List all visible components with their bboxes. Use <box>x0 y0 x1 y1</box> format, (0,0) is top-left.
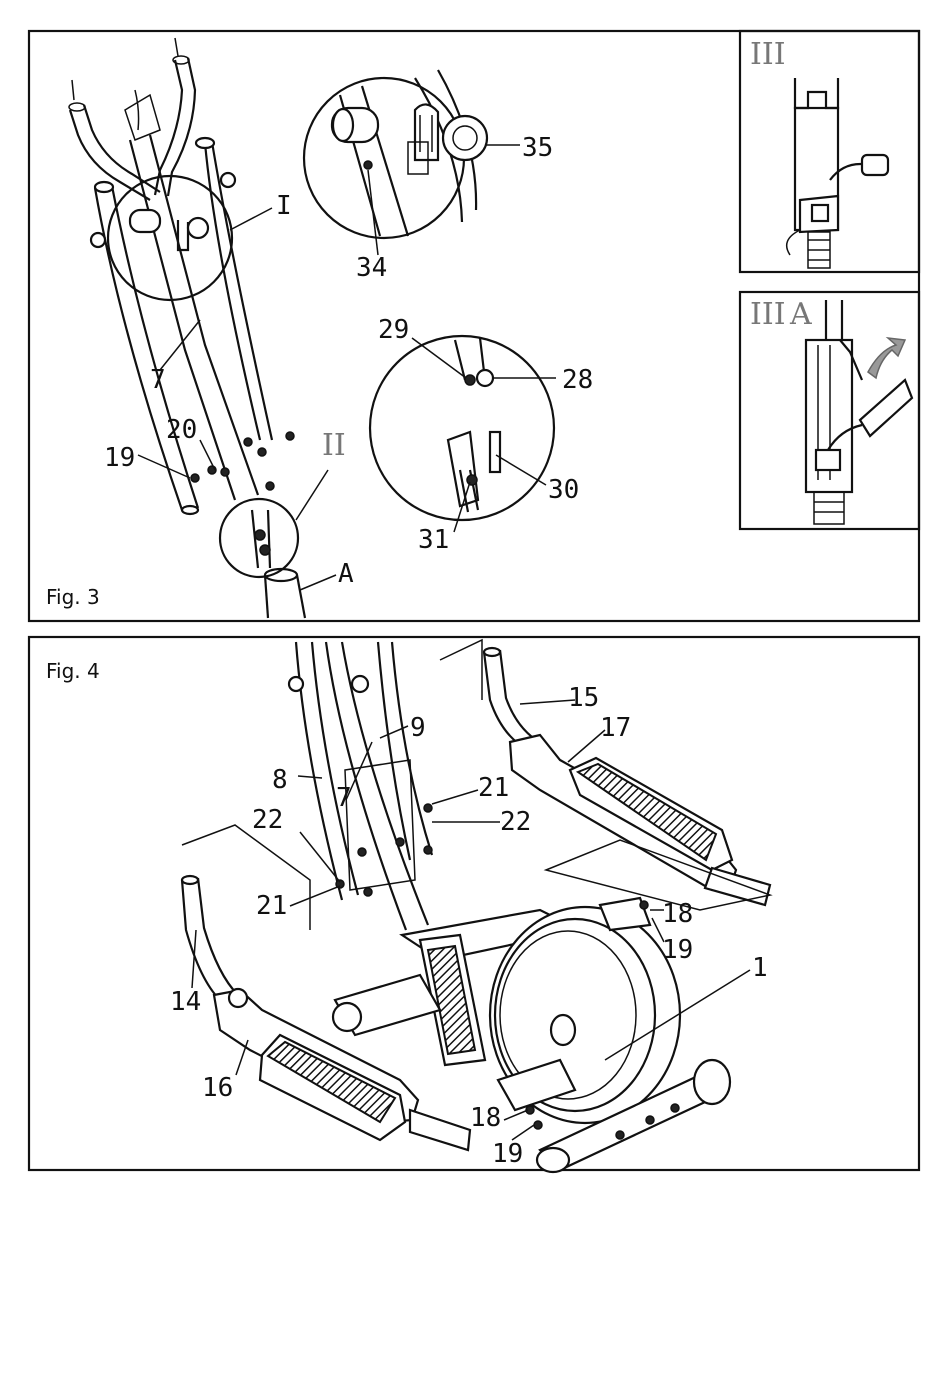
lower-frame-tube-drawing <box>265 569 305 618</box>
label-part-29: 29 <box>378 315 409 345</box>
label-detail-i: I <box>276 191 292 221</box>
label-part-30: 30 <box>548 475 579 505</box>
label-part-15: 15 <box>568 683 599 713</box>
label-part-35: 35 <box>522 133 553 163</box>
label-part-1: 1 <box>752 953 768 983</box>
figure-3-panel: Fig. 3 I II 7 19 20 A 34 35 29 28 30 31 … <box>29 31 919 621</box>
label-part-16: 16 <box>202 1073 233 1103</box>
label-detail-iiia-letter: A <box>789 297 812 332</box>
label-part-22-right: 22 <box>500 807 531 837</box>
label-part-7-fig4: 7 <box>336 783 352 813</box>
label-part-8: 8 <box>272 765 288 795</box>
label-part-28: 28 <box>562 365 593 395</box>
fig3-bolts-drawing <box>191 432 294 490</box>
label-detail-iii: III <box>750 37 786 72</box>
label-part-18-upper: 18 <box>662 899 693 929</box>
detail-circle-i-small <box>108 176 232 300</box>
label-part-14: 14 <box>170 987 201 1017</box>
label-part-20: 20 <box>166 415 197 445</box>
label-part-19-lower: 19 <box>492 1139 523 1169</box>
label-detail-ii: II <box>322 428 346 463</box>
label-part-31: 31 <box>418 525 449 555</box>
label-part-21-left: 21 <box>256 891 287 921</box>
label-part-19-fig3: 19 <box>104 443 135 473</box>
label-part-18-lower: 18 <box>470 1103 501 1133</box>
label-detail-iiia-roman: III <box>750 297 786 332</box>
label-part-22-left: 22 <box>252 805 283 835</box>
inset-iii: III <box>740 31 919 272</box>
fig3-leader-lines <box>138 145 556 590</box>
fig4-caption: Fig. 4 <box>46 659 100 683</box>
detail-zoom-34-35 <box>304 70 487 238</box>
figure-4-panel: Fig. 4 1 7 8 9 14 15 16 17 18 19 18 19 2… <box>29 637 919 1172</box>
label-part-34: 34 <box>356 253 387 283</box>
label-part-21-right: 21 <box>478 773 509 803</box>
fig3-caption: Fig. 3 <box>46 585 100 609</box>
label-part-9: 9 <box>410 713 426 743</box>
inset-iii-a: III A <box>740 292 919 529</box>
label-part-a: A <box>338 559 354 589</box>
figure-4-frame <box>29 637 919 1170</box>
label-part-19-upper: 19 <box>662 935 693 965</box>
label-part-17: 17 <box>600 713 631 743</box>
label-part-7-fig3: 7 <box>150 365 166 395</box>
detail-zoom-28-31 <box>370 336 554 520</box>
